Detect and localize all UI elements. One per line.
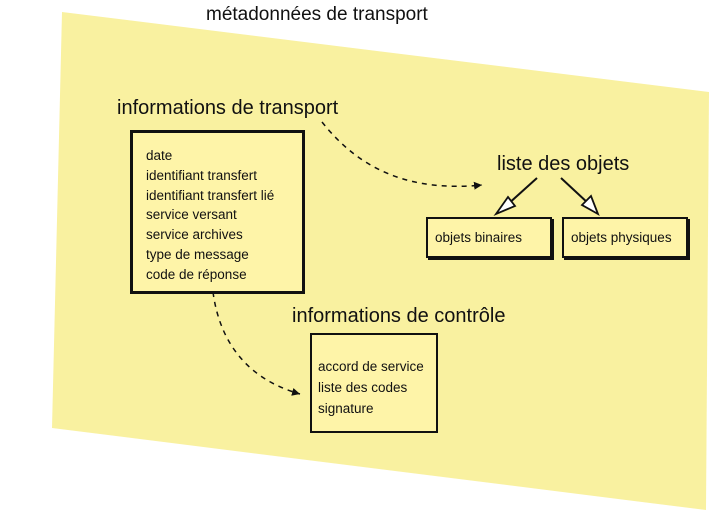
control-heading: informations de contrôle: [292, 305, 506, 327]
control-item-signature: signature: [318, 401, 374, 416]
control-item-liste-des-codes: liste des codes: [318, 380, 408, 395]
arrow-objects-to-binary: [493, 177, 538, 217]
transport-item-service-versant: service versant: [146, 207, 237, 223]
transport-box: date identifiant transfert identifiant t…: [130, 130, 305, 294]
binary-objects-box: objets binaires: [426, 217, 552, 258]
transport-heading: informations de transport: [117, 97, 339, 119]
arrow-transport-to-control: [212, 291, 301, 396]
physical-objects-label: objets physiques: [571, 230, 672, 245]
transport-item-identifiant-transfert-lie: identifiant transfert lié: [146, 187, 275, 203]
transport-item-code-de-reponse: code de réponse: [146, 266, 247, 282]
control-list: accord de service liste des codes signat…: [318, 356, 436, 419]
transport-item-service-archives: service archives: [146, 227, 243, 243]
physical-objects-box: objets physiques: [562, 217, 688, 258]
objects-heading: liste des objets: [497, 153, 630, 175]
arrow-objects-to-physical: [560, 177, 600, 217]
control-box: accord de service liste des codes signat…: [310, 333, 438, 433]
transport-list: date identifiant transfert identifiant t…: [146, 146, 302, 285]
transport-item-identifiant-transfert: identifiant transfert: [146, 167, 258, 183]
diagram-title: métadonnées de transport: [206, 4, 428, 25]
transport-item-date: date: [146, 148, 173, 163]
binary-objects-label: objets binaires: [435, 230, 523, 245]
transport-item-type-de-message: type de message: [146, 246, 249, 262]
control-item-accord-de-service: accord de service: [318, 359, 424, 374]
arrow-transport-to-objects: [321, 121, 483, 190]
